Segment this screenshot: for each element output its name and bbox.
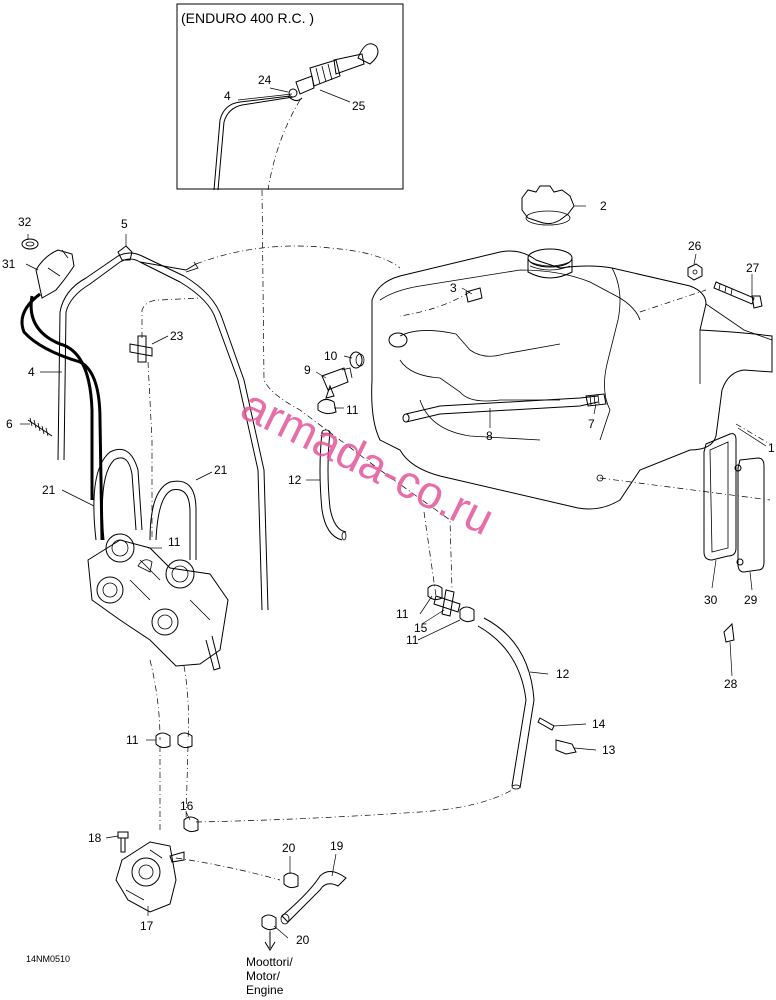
cable-nut xyxy=(21,238,39,250)
callout-9: 9 xyxy=(304,363,311,377)
callout-11-t-lower: 11 xyxy=(406,633,419,647)
callouts: 1 2 3 4 4 5 6 7 8 9 10 11 11 11 11 11 12… xyxy=(2,73,775,947)
carburetor-assembly xyxy=(87,533,229,671)
fuel-pump xyxy=(115,841,185,913)
hose-clamp-pump xyxy=(183,816,199,833)
callout-4-main: 4 xyxy=(28,365,35,379)
throttle-cable xyxy=(20,249,104,541)
hose-clamp-upper-right xyxy=(283,872,299,889)
callout-21-left: 21 xyxy=(42,483,56,497)
callout-28: 28 xyxy=(724,677,738,691)
callout-7: 7 xyxy=(588,417,595,431)
callout-2: 2 xyxy=(600,199,607,213)
engine-note-line-3: Engine xyxy=(246,983,284,997)
callout-21-right: 21 xyxy=(214,463,228,477)
check-valve xyxy=(537,717,555,731)
callout-12-upper: 12 xyxy=(288,473,302,487)
callout-24: 24 xyxy=(258,73,272,87)
return-spring xyxy=(27,417,53,437)
routing-line-top xyxy=(195,245,401,269)
fuel-hose-upper xyxy=(319,431,343,541)
engine-note-line-2: Motor/ xyxy=(246,969,281,983)
t-fitting xyxy=(433,589,461,617)
engine-note-line-1: Moottori/ xyxy=(246,955,293,969)
cable-clip xyxy=(117,245,133,261)
callout-30: 30 xyxy=(704,593,718,607)
engine-arrow xyxy=(264,932,276,951)
callout-11-tank: 11 xyxy=(346,403,359,417)
fuel-valve xyxy=(321,367,353,399)
callout-20-lower: 20 xyxy=(296,933,310,947)
callout-5: 5 xyxy=(121,217,128,231)
choke-cable-inset xyxy=(213,95,291,191)
hose-clamp-tank xyxy=(317,398,337,415)
figure-code: 14NM0510 xyxy=(26,954,70,964)
callout-10: 10 xyxy=(324,349,338,363)
cushion-pad xyxy=(723,622,735,643)
tank-strap-assembly xyxy=(703,423,771,573)
hose-clamp-t-lower xyxy=(459,606,475,623)
callout-23: 23 xyxy=(170,329,184,343)
vent-hose-left xyxy=(93,448,143,541)
primer-fitting xyxy=(129,335,153,363)
leader-lines xyxy=(20,87,767,939)
inset-frame xyxy=(176,3,404,190)
callout-15: 15 xyxy=(414,621,428,635)
callout-6: 6 xyxy=(6,417,13,431)
pulse-hose xyxy=(280,871,347,925)
callout-19: 19 xyxy=(330,839,344,853)
callout-26: 26 xyxy=(688,239,702,253)
choke-knob-assembly xyxy=(287,43,379,102)
callout-13: 13 xyxy=(602,743,616,757)
callout-18: 18 xyxy=(88,831,102,845)
callout-17: 17 xyxy=(140,919,154,933)
callout-27: 27 xyxy=(746,261,760,275)
hose-clamp-pair-left xyxy=(155,732,193,749)
inset-title: (ENDURO 400 R.C. ) xyxy=(181,10,314,26)
fuel-tank xyxy=(371,248,773,510)
callout-3: 3 xyxy=(450,281,457,295)
hose-clamp-lower-right xyxy=(261,914,277,931)
callout-1: 1 xyxy=(768,441,775,455)
callout-32: 32 xyxy=(18,215,32,229)
grommet xyxy=(349,351,365,369)
callout-11-lower-left: 11 xyxy=(126,733,139,747)
callout-11-t-upper: 11 xyxy=(396,607,409,621)
choke-cable-main xyxy=(65,258,263,611)
fuel-cap xyxy=(521,185,575,226)
tank-bolt xyxy=(713,281,763,309)
callout-8: 8 xyxy=(486,429,493,443)
callout-29: 29 xyxy=(744,593,758,607)
tank-nut xyxy=(687,263,703,281)
callout-4-inset: 4 xyxy=(224,89,231,103)
pump-screw xyxy=(117,831,129,853)
callout-16: 16 xyxy=(180,799,194,813)
callout-20-upper: 20 xyxy=(282,841,296,855)
inset-enduro: (ENDURO 400 R.C. ) xyxy=(176,3,404,191)
callout-25: 25 xyxy=(352,99,366,113)
callout-11-carb: 11 xyxy=(168,535,181,549)
callout-14: 14 xyxy=(592,717,606,731)
fuel-hose-lower xyxy=(477,625,527,787)
watermark: armada-co.ru xyxy=(234,378,503,545)
engine-note: Moottori/ Motor/ Engine xyxy=(246,955,293,997)
callout-12-lower: 12 xyxy=(556,667,570,681)
valve-bracket xyxy=(555,739,577,755)
callout-31: 31 xyxy=(2,257,16,271)
